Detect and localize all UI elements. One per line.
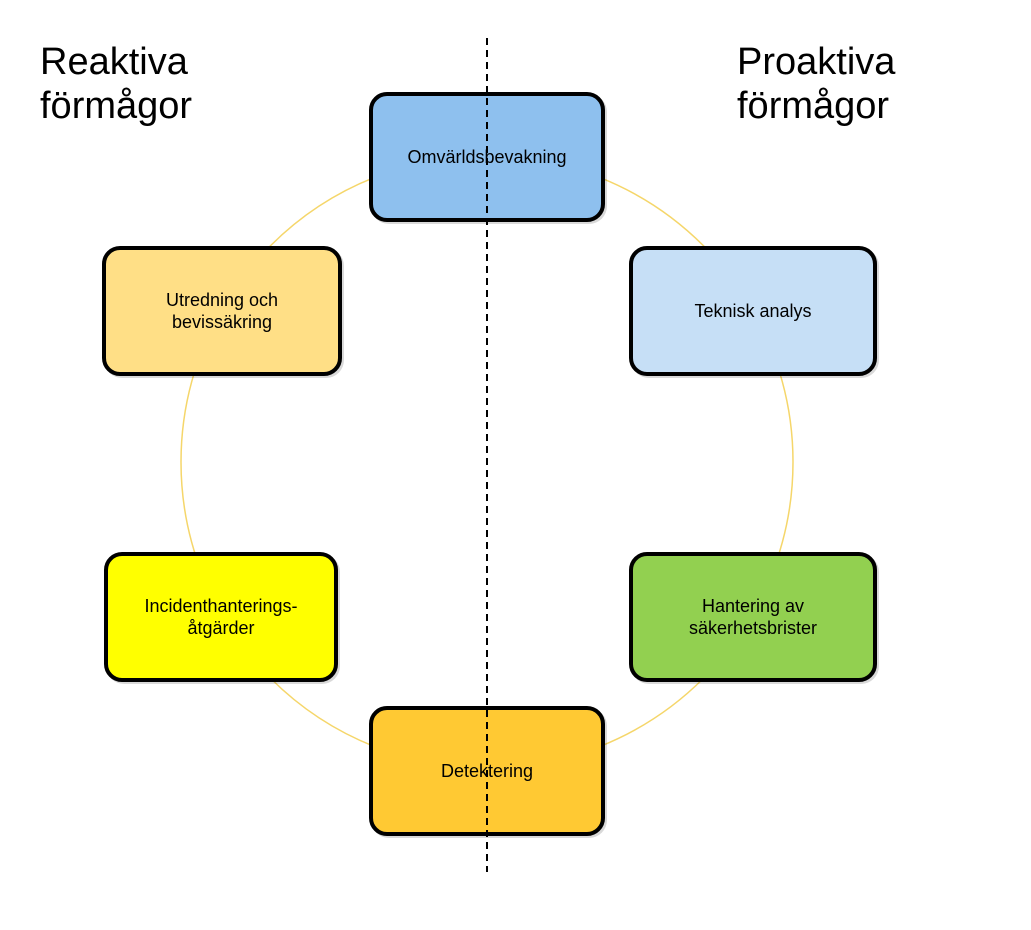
node-teknisk-analys: Teknisk analys <box>629 246 877 376</box>
node-detektering: Detektering <box>369 706 605 836</box>
reactive-heading-line1: Reaktiva <box>40 41 188 83</box>
node-incident-label-line2: åtgärder <box>187 618 255 638</box>
node-utredning-och-bevissakring: Utredning och bevissäkring <box>102 246 342 376</box>
proactive-heading: Proaktiva förmågor <box>737 40 895 128</box>
reactive-heading: Reaktiva förmågor <box>40 40 192 128</box>
node-utredning-label-line2: bevissäkring <box>171 312 273 332</box>
node-incident-label-line1: Incidenthanterings- <box>144 596 298 616</box>
proactive-heading-line2: förmågor <box>737 85 890 127</box>
node-incidenthanteringsatgarder: Incidenthanterings- åtgärder <box>104 552 338 682</box>
proactive-heading-line1: Proaktiva <box>737 41 896 83</box>
node-hantering-label-line1: Hantering av <box>701 596 805 616</box>
node-omvarldsbevakning: Omvärldsbevakning <box>369 92 605 222</box>
node-hantering-label-line2: säkerhetsbrister <box>688 618 818 638</box>
node-detektering-label: Detektering <box>440 761 534 781</box>
node-hantering-av-sakerhetsbrister: Hantering av säkerhetsbrister <box>629 552 877 682</box>
reactive-heading-line2: förmågor <box>40 85 193 127</box>
node-teknisk-analys-label: Teknisk analys <box>694 301 812 321</box>
node-utredning-label-line1: Utredning och <box>165 290 279 310</box>
node-omvarldsbevakning-label: Omvärldsbevakning <box>407 147 567 167</box>
